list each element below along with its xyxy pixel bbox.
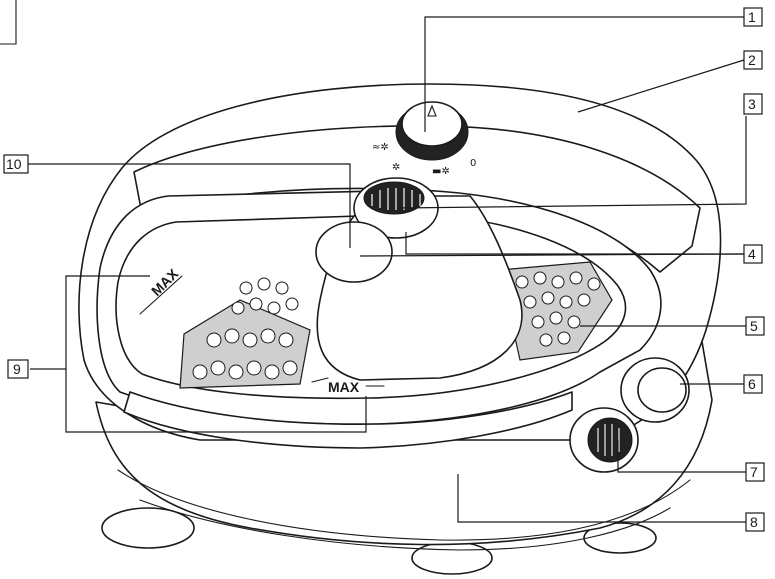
callout-8: 8 [745,512,765,532]
center-brush-attachment [353,177,439,239]
massage-rollers-left [179,277,311,389]
svg-text:0: 0 [470,158,476,169]
callout-6: 6 [743,374,763,394]
lid-band [133,125,701,273]
side-brush-attachment [569,407,639,473]
callout-9: 9 [7,359,29,379]
feet [101,507,657,575]
callout-10: 10 [3,154,29,174]
control-dial[interactable] [395,101,469,161]
svg-text:✲: ✲ [392,162,400,173]
svg-text:7: 7 [750,464,758,480]
side-pedicure-knob[interactable] [620,357,690,423]
svg-text:≈✲: ≈✲ [372,142,389,153]
callout-7: 7 [745,462,765,482]
center-pumice-pad [315,221,393,283]
front-lip [123,391,573,449]
svg-text:9: 9 [13,361,21,377]
max-fill-mark-front: MAX [311,377,385,395]
svg-text:3: 3 [748,96,756,112]
massage-nodes-right [499,261,613,361]
svg-text:▬✲: ▬✲ [432,166,450,177]
dial-function-icons: ≈✲ ✲ ▬✲ 0 [372,142,476,177]
svg-text:5: 5 [750,318,758,334]
svg-text:MAX: MAX [328,379,360,395]
svg-text:2: 2 [748,52,756,68]
svg-text:6: 6 [748,376,756,392]
callout-5: 5 [745,316,765,336]
corner-frame [0,0,17,45]
svg-text:10: 10 [6,156,22,172]
callout-4: 4 [743,244,763,264]
leader-lines [28,16,747,523]
svg-text:8: 8 [750,514,758,530]
svg-text:1: 1 [748,9,756,25]
callout-2: 2 [743,50,763,70]
base-seam [117,469,691,541]
svg-text:4: 4 [748,246,756,262]
base-rim [139,499,671,551]
callout-1: 1 [743,7,763,27]
callout-3: 3 [743,93,763,115]
